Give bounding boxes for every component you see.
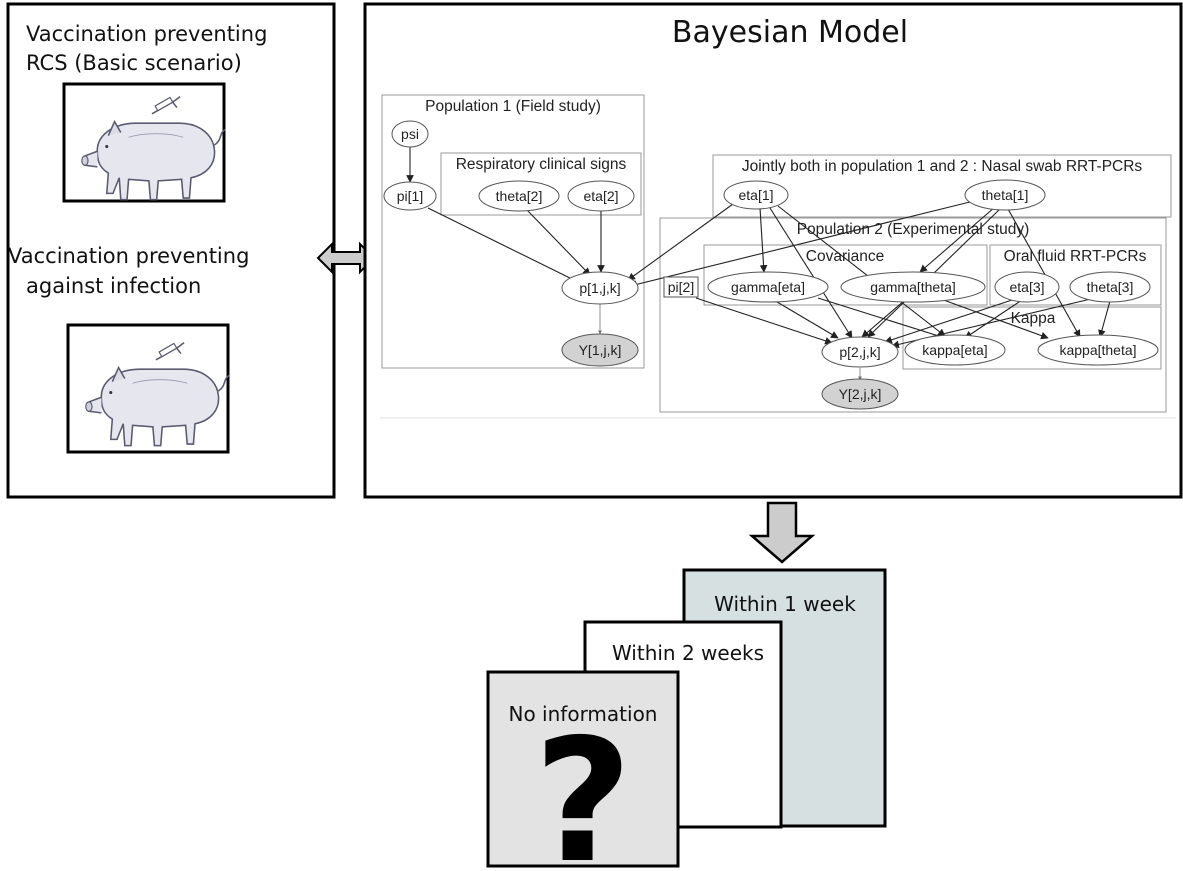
node-theta2 <box>478 180 560 212</box>
node-pi1-label: pi[1] <box>397 188 423 204</box>
scenario-infection-line2: against infection <box>26 274 201 298</box>
node-p1-label: p[1,j,k] <box>579 280 620 296</box>
plate-population-1 <box>381 94 645 369</box>
plate-jointly-label: Jointly both in population 1 and 2 : Nas… <box>742 158 1143 175</box>
node-eta1 <box>723 180 789 210</box>
node-eta1-label: eta[1] <box>738 187 773 203</box>
node-gamma-theta <box>840 271 986 303</box>
model-title: Bayesian Model <box>672 15 908 50</box>
node-p2-label: p[2,j,k] <box>839 344 880 360</box>
plate-population-2-label: Population 2 (Experimental study) <box>797 221 1030 238</box>
plate-oral-fluid <box>989 244 1162 306</box>
node-y2 <box>821 378 899 410</box>
scenario-infection-line1: Vaccination preventing <box>8 244 249 268</box>
edge <box>964 299 1023 339</box>
card-within-1-week-label: Within 1 week <box>714 592 856 616</box>
node-theta3-label: theta[3] <box>1087 279 1134 295</box>
plate-respiratory-label: Respiratory clinical signs <box>456 156 627 173</box>
node-pi2-label: pi[2] <box>668 279 694 295</box>
node-theta2-label: theta[2] <box>496 188 543 204</box>
plate-kappa <box>902 306 1162 370</box>
node-theta1-label: theta[1] <box>982 187 1029 203</box>
question-mark-icon: ? <box>534 703 633 871</box>
edge <box>817 297 946 340</box>
node-theta1 <box>964 179 1046 211</box>
node-gamma-theta-label: gamma[theta] <box>870 279 956 295</box>
node-pi1 <box>383 181 437 211</box>
edge <box>771 298 839 339</box>
plate-population-1-label: Population 1 (Field study) <box>425 98 601 115</box>
node-eta3-label: eta[3] <box>1009 279 1044 295</box>
scenario-rcs-line2: RCS (Basic scenario) <box>26 51 242 75</box>
node-kappa-theta <box>1037 334 1159 366</box>
edge <box>919 206 996 273</box>
edge <box>629 199 979 289</box>
node-p1 <box>561 271 639 305</box>
plate-oral-fluid-label: Oral fluid RRT-PCRs <box>1004 248 1147 265</box>
graph-edges <box>406 146 1111 381</box>
card-within-2-weeks-label: Within 2 weeks <box>612 641 764 665</box>
plate-covariance-label: Covariance <box>806 248 884 265</box>
node-kappa-theta-label: kappa[theta] <box>1059 342 1136 358</box>
node-pi2 <box>663 276 699 298</box>
plate-population-2 <box>659 217 1167 413</box>
scenario-rcs-line1: Vaccination preventing <box>26 22 267 46</box>
node-eta2-label: eta[2] <box>583 188 618 204</box>
card-no-information <box>486 670 680 868</box>
edge <box>695 297 833 345</box>
node-gamma-eta-label: gamma[eta] <box>731 279 805 295</box>
edge <box>937 297 1049 340</box>
edge <box>1098 300 1111 338</box>
plate-jointly <box>712 154 1172 218</box>
plate-respiratory <box>440 152 642 216</box>
node-y2-label: Y[2,j,k] <box>839 386 882 402</box>
edge <box>427 207 579 283</box>
plate-covariance <box>703 244 988 306</box>
node-psi-label: psi <box>401 126 419 142</box>
node-y1 <box>561 333 639 367</box>
plate-kappa-label: Kappa <box>1011 310 1056 327</box>
node-eta3 <box>994 271 1060 303</box>
node-eta2 <box>567 180 635 212</box>
edge <box>769 207 853 339</box>
edge <box>884 299 1013 344</box>
node-theta3 <box>1069 271 1151 303</box>
node-p2 <box>821 336 899 368</box>
node-gamma-eta <box>707 271 829 303</box>
node-y1-label: Y[1,j,k] <box>579 342 622 358</box>
node-psi <box>391 120 429 148</box>
node-kappa-eta-label: kappa[eta] <box>922 342 987 358</box>
node-kappa-eta <box>904 334 1006 366</box>
down-arrow-icon <box>748 501 816 564</box>
edge <box>526 209 591 276</box>
edge <box>1007 208 1081 338</box>
edge <box>777 205 946 337</box>
card-no-information-label: No information <box>509 702 658 726</box>
edge <box>627 203 734 281</box>
edge <box>759 207 768 273</box>
